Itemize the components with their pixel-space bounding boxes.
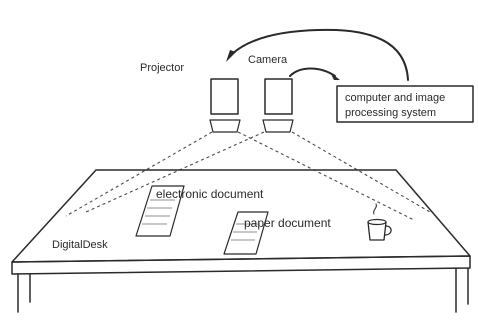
camera-icon <box>262 78 294 133</box>
projection-rays <box>65 131 431 221</box>
projector-label: Projector <box>140 62 184 74</box>
system-label-line1: computer and image <box>345 92 445 104</box>
camera-label: Camera <box>248 54 288 66</box>
camera-to-system-arrow <box>289 67 340 80</box>
feedback-arrow <box>226 28 409 81</box>
coffee-cup-icon <box>367 203 392 241</box>
system-box <box>336 85 474 123</box>
desk <box>11 169 471 313</box>
system-label-line2: processing system <box>345 107 436 119</box>
electronic-document-label: electronic document <box>156 187 264 201</box>
electronic-document <box>135 185 185 237</box>
paper-document <box>223 211 269 255</box>
desk-label: DigitalDesk <box>52 239 108 251</box>
paper-document-label: paper document <box>244 216 331 230</box>
projector-icon <box>209 78 241 133</box>
